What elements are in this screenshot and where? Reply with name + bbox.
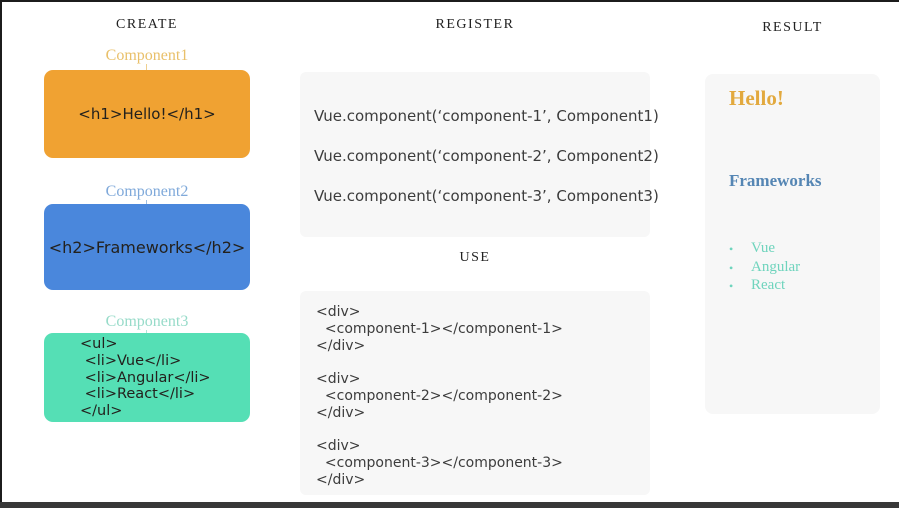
- create-column-header: CREATE: [116, 17, 178, 32]
- component1-code-box: <h1>Hello!</h1>: [44, 70, 250, 158]
- frame-bottom-border: [0, 502, 899, 508]
- component2-label: Component2: [105, 183, 189, 200]
- result-framework-list: Vue Angular React: [729, 239, 880, 295]
- component2-code: <h2>Frameworks</h2>: [48, 237, 246, 257]
- register-line: Vue.component(‘component-1’, Component1): [314, 107, 659, 125]
- use-code-block: <div> <component-3></component-3> </div>: [316, 438, 563, 488]
- component1-connector-line: [146, 64, 147, 71]
- register-column-header: REGISTER: [435, 17, 515, 32]
- list-item: Vue: [729, 239, 880, 258]
- result-hello-heading: Hello!: [729, 86, 784, 110]
- use-code-block: <div> <component-2></component-2> </div>: [316, 371, 563, 421]
- component2-code-box: <h2>Frameworks</h2>: [44, 204, 250, 290]
- list-item: React: [729, 276, 880, 295]
- component1-label: Component1: [105, 47, 189, 64]
- register-line: Vue.component(‘component-2’, Component2): [314, 147, 659, 165]
- use-code-block: <div> <component-1></component-1> </div>: [316, 304, 563, 354]
- use-code-panel: <div> <component-1></component-1> </div>…: [300, 291, 650, 495]
- result-column-header: RESULT: [762, 20, 823, 35]
- component3-label: Component3: [105, 313, 189, 330]
- component2-connector-line: [146, 200, 147, 207]
- register-line: Vue.component(‘component-3’, Component3): [314, 187, 659, 205]
- register-code-panel: Vue.component(‘component-1’, Component1)…: [300, 72, 659, 237]
- result-frameworks-heading: Frameworks: [729, 171, 822, 190]
- frame-top-border: [0, 0, 899, 2]
- component1-code: <h1>Hello!</h1>: [78, 105, 216, 123]
- frame-left-border: [0, 0, 2, 508]
- use-section-header: USE: [459, 250, 491, 265]
- component3-code-box: <ul> <li>Vue</li> <li>Angular</li> <li>R…: [44, 333, 250, 422]
- list-item: Angular: [729, 258, 880, 276]
- result-preview-panel: Hello! Frameworks Vue Angular React: [705, 74, 880, 414]
